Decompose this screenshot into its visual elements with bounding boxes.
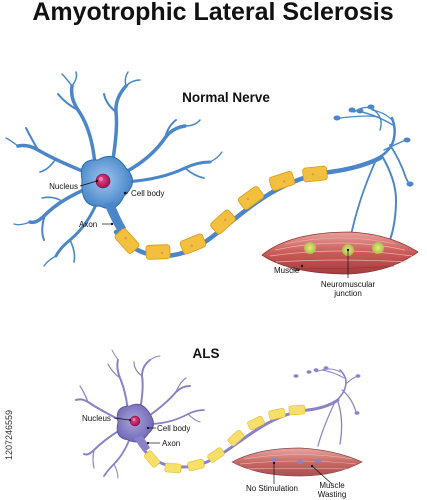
als-axon-hillock <box>134 436 150 452</box>
als-nucleus-label: Nucleus <box>82 414 111 423</box>
als-dendrites <box>75 349 205 479</box>
normal-muscle-label: Muscle <box>274 266 300 275</box>
normal-nucleolus <box>99 177 103 181</box>
als-cell-body-label: Cell body <box>157 424 190 433</box>
muscle-wasting-label-line2: Wasting <box>318 490 347 499</box>
nmj-label-line1: Neuromuscular <box>321 280 376 289</box>
als-heading: ALS <box>193 346 220 361</box>
no-stimulation-label: No Stimulation <box>246 484 298 493</box>
als-section: ALS <box>75 346 363 499</box>
normal-axon-terminals <box>339 106 411 241</box>
als-axon-terminals <box>315 368 359 447</box>
normal-axon-label: Axon <box>79 220 97 229</box>
als-myelin-sheath <box>143 404 306 474</box>
normal-nucleus-label: Nucleus <box>49 182 78 191</box>
normal-terminal-boutons <box>333 104 414 187</box>
normal-myelin-sheath <box>114 165 328 260</box>
muscle-wasting-label-line1: Muscle <box>319 481 345 490</box>
normal-nerve-section: Normal Nerve <box>5 71 419 298</box>
page-title: Amyotrophic Lateral Sclerosis <box>32 0 393 26</box>
als-nucleus <box>129 415 141 427</box>
stock-id: 1207246559 <box>4 410 14 460</box>
normal-cell-body-label: Cell body <box>131 189 164 198</box>
normal-dendrites <box>5 71 223 267</box>
normal-nerve-heading: Normal Nerve <box>182 90 270 105</box>
als-terminal-boutons <box>293 366 361 415</box>
als-nucleolus <box>132 418 136 421</box>
als-axon-label: Axon <box>162 439 180 448</box>
als-inactive-junctions <box>271 458 321 464</box>
nmj-label-line2: junction <box>333 289 362 298</box>
normal-axon-hillock <box>104 202 126 232</box>
